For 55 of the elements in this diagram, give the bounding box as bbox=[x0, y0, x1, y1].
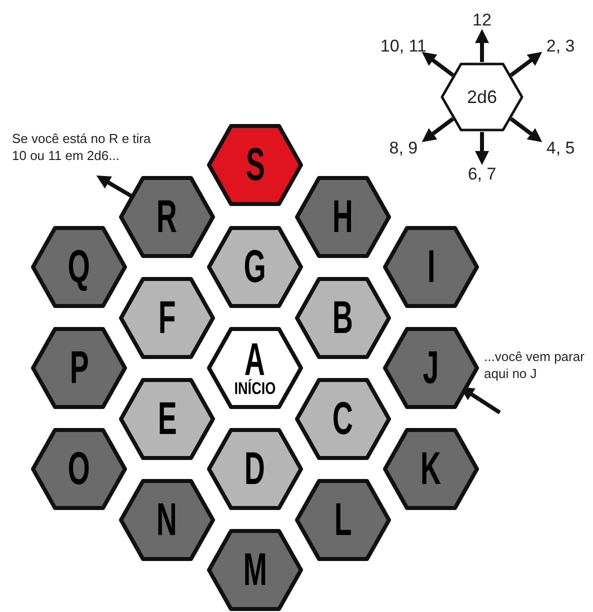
dice-hexagon bbox=[440, 62, 524, 132]
hex-tile bbox=[119, 378, 215, 460]
hex-tile bbox=[119, 176, 215, 258]
tile-letter: L bbox=[334, 499, 352, 541]
tile-letter: A bbox=[244, 338, 266, 380]
hex-tile bbox=[383, 226, 479, 308]
tile-letter: P bbox=[69, 347, 89, 389]
note-text: ...você vem parar aqui no J bbox=[484, 349, 586, 383]
hex-tile bbox=[383, 428, 479, 510]
edge-label: 2, 3 bbox=[546, 38, 575, 55]
tile-letter: G bbox=[244, 246, 266, 288]
tile-caption: INÍCIO bbox=[234, 380, 276, 398]
hex-tile bbox=[119, 277, 215, 359]
arrow bbox=[475, 29, 489, 62]
tile-letter: M bbox=[243, 549, 267, 591]
hex-tile bbox=[31, 226, 127, 308]
hex-tile bbox=[207, 529, 303, 611]
edge-label: 6, 7 bbox=[468, 166, 496, 182]
edge-label: 4, 5 bbox=[546, 139, 575, 156]
arrow bbox=[475, 132, 489, 165]
tile-letter: I bbox=[427, 246, 435, 288]
tile-letter: J bbox=[423, 347, 439, 389]
arrow bbox=[510, 117, 542, 142]
tile-letter: C bbox=[332, 398, 354, 440]
edge-label: 12 bbox=[472, 12, 492, 28]
note-text: Se você está no R e tira 10 ou 11 em 2d6... bbox=[12, 131, 152, 165]
tile-letter: O bbox=[68, 448, 90, 490]
hex-tile bbox=[207, 226, 303, 308]
edge-label: 10, 11 bbox=[380, 38, 426, 55]
arrow bbox=[422, 52, 454, 77]
hex-tile bbox=[295, 378, 391, 460]
hex-tile bbox=[119, 479, 215, 561]
hex-tile bbox=[207, 327, 303, 409]
hex-tile bbox=[295, 176, 391, 258]
tile-letter: B bbox=[332, 297, 354, 339]
arrow bbox=[96, 175, 132, 198]
edge-label: 8, 9 bbox=[389, 139, 418, 156]
arrow bbox=[510, 52, 542, 77]
hex-tile bbox=[207, 124, 303, 206]
tile-letter: K bbox=[420, 448, 442, 490]
tile-letter: E bbox=[157, 398, 177, 440]
dice-label: 2d6 bbox=[466, 86, 498, 108]
tile-letter: R bbox=[156, 196, 178, 238]
hex-tile bbox=[31, 428, 127, 510]
hex-tile bbox=[207, 428, 303, 510]
arrow bbox=[422, 117, 454, 142]
tile-letter: N bbox=[156, 499, 178, 541]
tile-letter: F bbox=[158, 297, 176, 339]
hex-tile bbox=[31, 327, 127, 409]
tile-letter: H bbox=[332, 196, 354, 238]
hex-tile bbox=[295, 479, 391, 561]
hex-tile bbox=[383, 327, 479, 409]
hex-tile bbox=[295, 277, 391, 359]
tile-letter: S bbox=[245, 144, 265, 186]
tile-letter: D bbox=[244, 448, 266, 490]
